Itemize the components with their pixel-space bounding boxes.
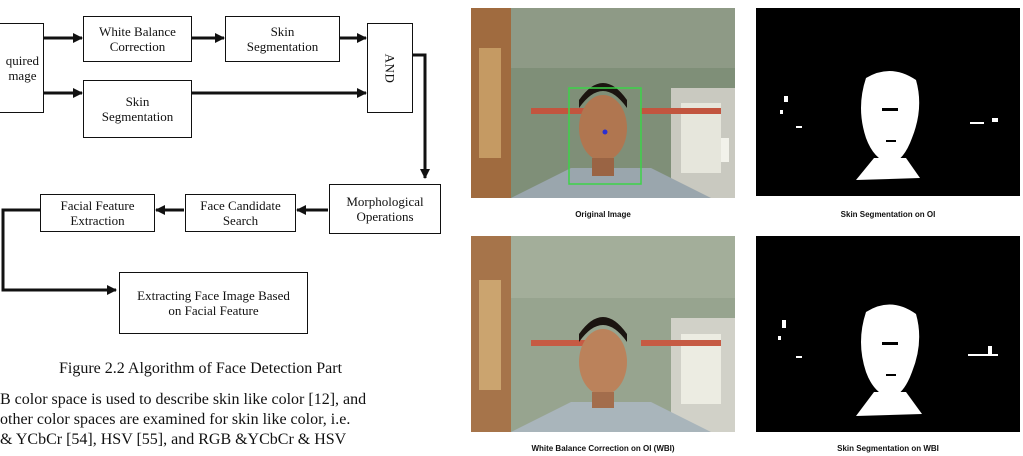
wbi-label: White Balance Correction on OI (WBI) — [471, 444, 735, 453]
body-text-line-2: other color spaces are examined for skin… — [0, 410, 350, 430]
skin-seg-oi-image — [756, 8, 1020, 196]
skin-segmentation-top-box: Skin Segmentation — [225, 16, 340, 62]
body-text-line-3: & YCbCr [54], HSV [55], and RGB &YCbCr &… — [0, 430, 346, 450]
skin-seg-wbi-photo — [756, 236, 1020, 432]
original-image — [471, 8, 735, 198]
extracting-face-box: Extracting Face Image Based on Facial Fe… — [119, 272, 308, 334]
figure-caption: Figure 2.2 Algorithm of Face Detection P… — [59, 360, 342, 378]
skin-seg-wbi-label: Skin Segmentation on WBI — [756, 444, 1020, 453]
skin-seg-wbi-image — [756, 236, 1020, 432]
white-balance-box: White Balance Correction — [83, 16, 192, 62]
facial-feature-box: Facial Feature Extraction — [40, 194, 155, 232]
morphological-box: Morphological Operations — [329, 184, 441, 234]
and-gate-box: AND — [367, 23, 413, 113]
and-gate-label: AND — [382, 53, 397, 83]
arrow-and-to-morph — [413, 55, 425, 178]
acquired-image-box: quired mage — [0, 23, 44, 113]
original-image-photo — [471, 8, 735, 198]
body-text-line-1: B color space is used to describe skin l… — [0, 390, 366, 410]
original-image-label: Original Image — [471, 210, 735, 219]
wbi-photo — [471, 236, 735, 432]
face-candidate-box: Face Candidate Search — [185, 194, 296, 232]
skin-seg-oi-photo — [756, 8, 1020, 196]
skin-segmentation-bottom-box: Skin Segmentation — [83, 80, 192, 138]
skin-seg-oi-label: Skin Segmentation on OI — [756, 210, 1020, 219]
wbi-image — [471, 236, 735, 432]
